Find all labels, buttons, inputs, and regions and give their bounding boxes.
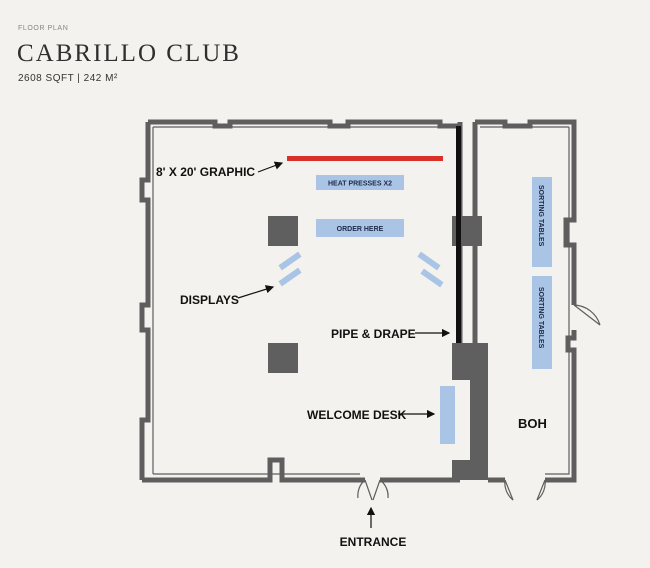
heat-presses-label: HEAT PRESSES X2 — [328, 181, 392, 188]
boh-label: BOH — [518, 416, 547, 431]
welcome-desk-label: WELCOME DESK — [307, 408, 407, 422]
entrance-label: ENTRANCE — [340, 535, 407, 549]
venue-area: 2608 SQFT | 242 M² — [18, 73, 118, 84]
floor-plan-eyebrow: FLOOR PLAN — [18, 25, 69, 32]
order-here-label: ORDER HERE — [337, 226, 384, 233]
display-stand — [417, 251, 441, 271]
display-stand — [278, 251, 302, 271]
sorting-table — [532, 276, 552, 369]
sorting-tables-label: SORTING TABLES — [537, 185, 544, 247]
graphic-arrow — [257, 161, 284, 173]
displays-arrow — [237, 285, 275, 299]
pipe-drape-line — [456, 126, 461, 343]
heat-presses-table — [316, 175, 404, 190]
service-wall-block — [452, 343, 488, 480]
sorting-tables-label: SORTING TABLES — [537, 287, 544, 349]
display-stand — [420, 268, 444, 288]
graphic-banner — [287, 156, 443, 161]
pipe-drape-label: PIPE & DRAPE — [331, 327, 416, 341]
side-door-icon — [573, 304, 601, 326]
column — [268, 216, 298, 246]
entrance-door-icon — [357, 479, 389, 501]
graphic-label: 8' X 20' GRAPHIC — [156, 165, 255, 179]
order-here-table — [316, 219, 404, 237]
welcome-desk — [440, 386, 455, 444]
inner-wall-lines — [152, 126, 570, 475]
displays-label: DISPLAYS — [180, 293, 239, 307]
venue-title: CABRILLO CLUB — [17, 40, 241, 67]
boh-door-icon — [504, 479, 546, 501]
display-stand — [278, 267, 302, 287]
sorting-table — [532, 177, 552, 267]
column — [268, 343, 298, 373]
